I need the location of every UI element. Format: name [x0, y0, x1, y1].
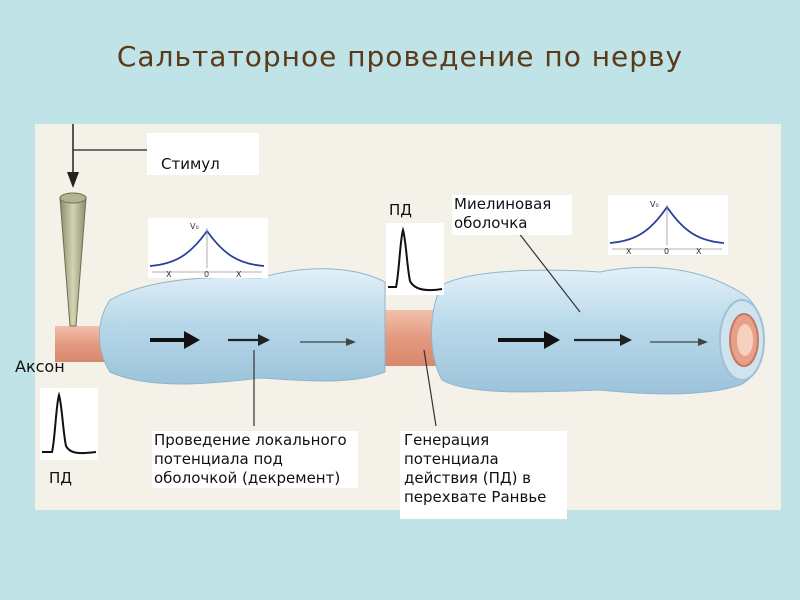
slide-title: Сальтаторное проведение по нерву — [116, 40, 684, 73]
plot1-x-left-label: X — [166, 270, 172, 279]
potential-decay-plot-2 — [608, 195, 728, 255]
plot2-zero-label: 0 — [664, 247, 670, 256]
myelin-sheath-2 — [431, 266, 765, 395]
stimulus-electrode — [59, 124, 148, 327]
plot1-zero-label: 0 — [204, 270, 210, 279]
myelin-sheath-1 — [99, 268, 386, 385]
pointer-node — [423, 349, 437, 427]
conduction-arrows-1 — [150, 331, 356, 349]
action-potential-trace-middle — [386, 223, 444, 295]
stimulus-label: Стимул — [147, 133, 259, 175]
axon-core — [737, 324, 753, 356]
node-generation-label: Генерация потенциала действия (ПД) в пер… — [400, 431, 567, 519]
ap-label-left: ПД — [49, 469, 72, 487]
ap-label-middle: ПД — [389, 201, 412, 219]
plot2-v0-label: V₀ — [650, 200, 659, 209]
plot2-x-right-label: X — [696, 247, 702, 256]
conduction-arrows-2 — [498, 331, 708, 349]
axon-label: Аксон — [15, 357, 65, 376]
plot2-x-left-label: X — [626, 247, 632, 256]
potential-decay-plot-1 — [148, 218, 268, 278]
pointer-myelin — [517, 231, 581, 313]
myelin-label: Миелиновая оболочка — [452, 195, 572, 235]
local-conduction-label: Проведение локального потенциала под обо… — [152, 431, 358, 488]
plot1-v0-label: V₀ — [190, 222, 199, 231]
action-potential-trace-left — [40, 388, 98, 460]
plot1-x-right-label: X — [236, 270, 242, 279]
